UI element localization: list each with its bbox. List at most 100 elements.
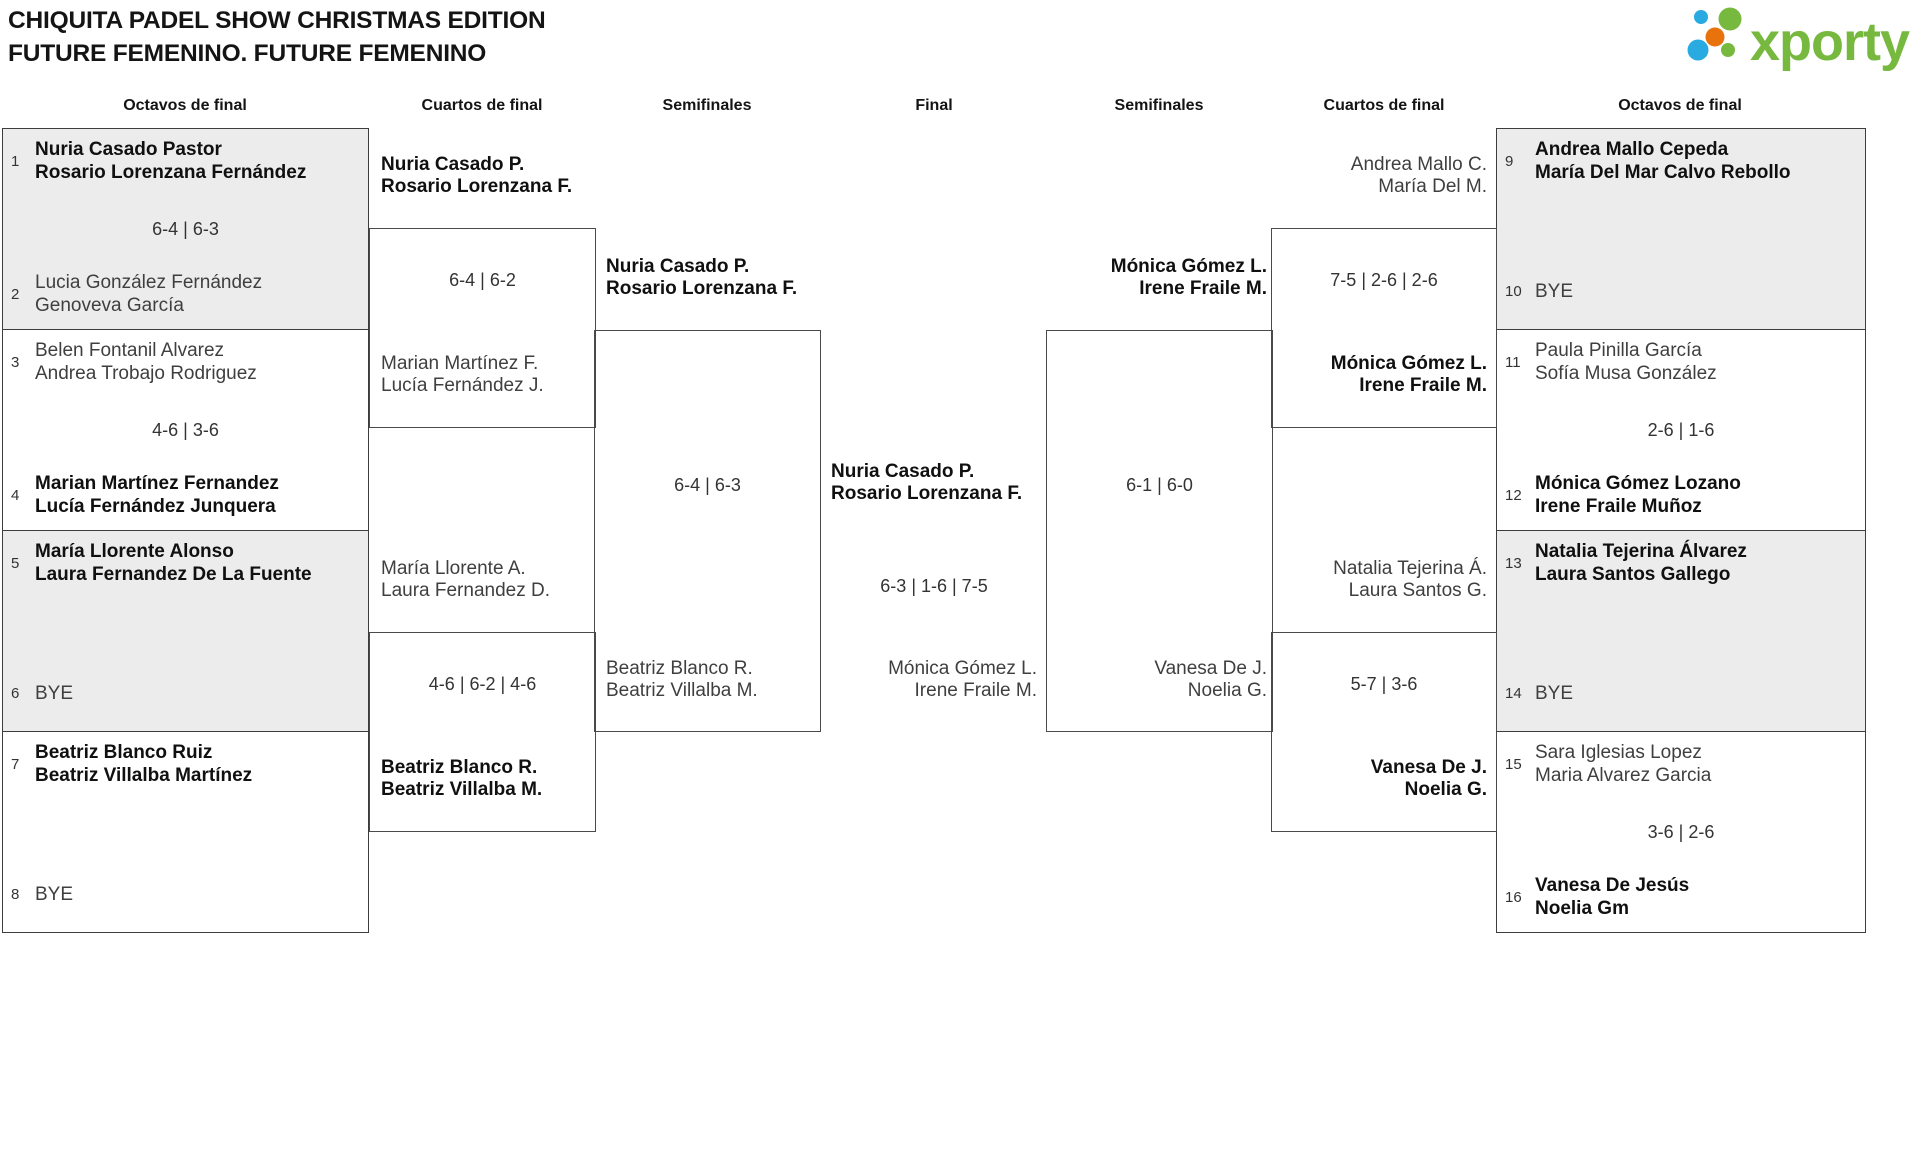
team-seed-13: 13 Natalia Tejerina Álvarez Laura Santos…	[1505, 540, 1861, 586]
header-octavos-right: Octavos de final	[1618, 97, 1742, 114]
team-seed-4: 4 Marian Martínez Fernandez Lucía Fernán…	[11, 472, 364, 518]
page-title: CHIQUITA PADEL SHOW CHRISTMAS EDITION FU…	[8, 4, 546, 70]
qf-right-1-team-b: Mónica Gómez L. Irene Fraile M.	[1331, 353, 1487, 397]
player-name: Natalia Tejerina Á.	[1333, 558, 1487, 579]
quarterfinal-right-2-box	[1271, 632, 1497, 832]
qf-right-2-team-a: Natalia Tejerina Á. Laura Santos G.	[1333, 558, 1487, 602]
match-score: 4-6 | 3-6	[152, 420, 219, 440]
player-name: Beatriz Blanco R.	[606, 658, 753, 679]
player-name: Noelia G.	[1187, 680, 1267, 701]
qf-left-1-team-b: Marian Martínez F. Lucía Fernández J.	[381, 353, 544, 397]
seed-number: 1	[11, 152, 20, 170]
team-seed-3: 3 Belen Fontanil Alvarez Andrea Trobajo …	[11, 339, 364, 385]
player-name: Irene Fraile M.	[1139, 278, 1267, 299]
bye-label: BYE	[35, 884, 74, 905]
player-name: Andrea Mallo C.	[1350, 154, 1487, 175]
qf-right-1-team-a: Andrea Mallo C. María Del M.	[1351, 154, 1487, 198]
qf-left-2-score: 4-6 | 6-2 | 4-6	[428, 674, 537, 694]
logo-dot-blue-small	[1694, 10, 1708, 24]
logo-dot-blue-large	[1687, 39, 1709, 61]
player-name: Mónica Gómez L.	[1110, 256, 1267, 277]
header-semis-right: Semifinales	[1114, 97, 1204, 114]
player-name: Lucía Fernández J.	[381, 375, 544, 396]
sf-right-team-b: Vanesa De J. Noelia G.	[1154, 658, 1267, 702]
player-name: Andrea Mallo Cepeda	[1535, 139, 1729, 160]
team-seed-2: 2 Lucia González Fernández Genoveva Garc…	[11, 271, 364, 317]
sf-left-team-a: Nuria Casado P. Rosario Lorenzana F.	[606, 256, 797, 300]
team-seed-9: 9 Andrea Mallo Cepeda María Del Mar Calv…	[1505, 138, 1861, 184]
player-name: Marian Martínez F.	[381, 353, 539, 374]
player-name: Natalia Tejerina Álvarez	[1535, 541, 1747, 562]
tournament-name: CHIQUITA PADEL SHOW CHRISTMAS EDITION	[8, 7, 546, 34]
logo-dot-green-large	[1718, 7, 1742, 31]
player-name: Irene Fraile M.	[1359, 375, 1487, 396]
seed-number: 4	[11, 486, 20, 504]
match-score: 2-6 | 1-6	[1647, 420, 1715, 440]
xporty-logo-graphic: xporty	[1687, 7, 1911, 72]
logo-dot-orange	[1705, 27, 1725, 47]
player-name: María Llorente A.	[381, 558, 526, 579]
match-score: 6-4 | 6-3	[152, 219, 219, 239]
team-seed-16: 16 Vanesa De Jesús Noelia Gm	[1505, 874, 1861, 920]
player-name: Laura Santos Gallego	[1535, 564, 1731, 585]
player-name: Laura Santos G.	[1348, 580, 1487, 601]
qf-left-2-team-b: Beatriz Blanco R. Beatriz Villalba M.	[381, 757, 542, 801]
player-name: Vanesa De J.	[1370, 757, 1487, 778]
header-cuartos-left: Cuartos de final	[421, 97, 543, 114]
match-box-3: 5 María Llorente Alonso Laura Fernandez …	[3, 530, 368, 731]
header-semis-left: Semifinales	[662, 97, 752, 114]
player-name: Belen Fontanil Alvarez	[35, 340, 225, 361]
player-name: Andrea Trobajo Rodriguez	[35, 363, 257, 384]
player-name: Nuria Casado P.	[606, 256, 750, 277]
player-name: Sofía Musa González	[1535, 363, 1717, 384]
match-box-7: 13 Natalia Tejerina Álvarez Laura Santos…	[1497, 530, 1865, 731]
final-score: 6-3 | 1-6 | 7-5	[880, 576, 988, 596]
xporty-wordmark: xporty	[1750, 12, 1910, 72]
match-box-1: 1 Nuria Casado Pastor Rosario Lorenzana …	[3, 129, 368, 329]
bye-label: BYE	[1535, 683, 1574, 704]
match-box-2: 3 Belen Fontanil Alvarez Andrea Trobajo …	[3, 329, 368, 530]
player-name: María Del Mar Calvo Rebollo	[1535, 162, 1791, 183]
player-name: Rosario Lorenzana F.	[831, 483, 1023, 504]
team-seed-15: 15 Sara Iglesias Lopez Maria Alvarez Gar…	[1505, 741, 1861, 787]
qf-right-2-score: 5-7 | 3-6	[1350, 674, 1418, 694]
qf-left-1-team-a: Nuria Casado P. Rosario Lorenzana F.	[381, 154, 572, 198]
category-name: FUTURE FEMENINO. FUTURE FEMENINO	[8, 40, 487, 67]
player-name: Mónica Gómez Lozano	[1535, 473, 1741, 494]
team-seed-14-bye: 14 BYE	[1505, 682, 1861, 705]
seed-number: 13	[1505, 554, 1522, 572]
qf-left-1-score: 6-4 | 6-2	[449, 270, 516, 290]
quarterfinal-right-1-box	[1271, 228, 1497, 428]
player-name: Vanesa De Jesús	[1535, 875, 1690, 896]
seed-number: 6	[11, 685, 20, 702]
logo-dot-green-small	[1721, 43, 1735, 57]
match-box-8: 15 Sara Iglesias Lopez Maria Alvarez Gar…	[1497, 731, 1865, 932]
player-name: Mónica Gómez L.	[888, 658, 1037, 679]
player-name: Beatriz Blanco Ruiz	[35, 742, 213, 763]
player-name: Rosario Lorenzana F.	[606, 278, 798, 299]
player-name: Rosario Lorenzana Fernández	[35, 162, 307, 183]
player-name: Nuria Casado P.	[381, 154, 525, 175]
match-box-5: 9 Andrea Mallo Cepeda María Del Mar Calv…	[1497, 129, 1865, 329]
player-name: Paula Pinilla García	[1535, 340, 1702, 361]
player-name: Maria Alvarez Garcia	[1535, 765, 1712, 786]
quarterfinal-left-2-box	[369, 632, 596, 832]
header-cuartos-right: Cuartos de final	[1323, 97, 1445, 114]
seed-number: 15	[1505, 755, 1522, 773]
seed-number: 12	[1505, 486, 1522, 504]
player-name: Mónica Gómez L.	[1330, 353, 1487, 374]
seed-number: 5	[11, 554, 20, 572]
xporty-logo[interactable]: xporty	[1686, 2, 1920, 74]
team-seed-5: 5 María Llorente Alonso Laura Fernandez …	[11, 540, 364, 586]
seed-number: 7	[11, 755, 20, 773]
seed-number: 2	[11, 285, 20, 303]
team-seed-7: 7 Beatriz Blanco Ruiz Beatriz Villalba M…	[11, 741, 364, 787]
sf-left-team-b: Beatriz Blanco R. Beatriz Villalba M.	[606, 658, 758, 702]
seed-number: 8	[11, 886, 20, 903]
sf-right-team-a: Mónica Gómez L. Irene Fraile M.	[1111, 256, 1267, 300]
player-name: Noelia Gm	[1535, 898, 1629, 919]
player-name: Genoveva García	[35, 295, 184, 316]
header-final: Final	[915, 97, 953, 114]
final-winner: Nuria Casado P. Rosario Lorenzana F.	[831, 461, 1022, 505]
player-name: Noelia G.	[1404, 779, 1487, 800]
